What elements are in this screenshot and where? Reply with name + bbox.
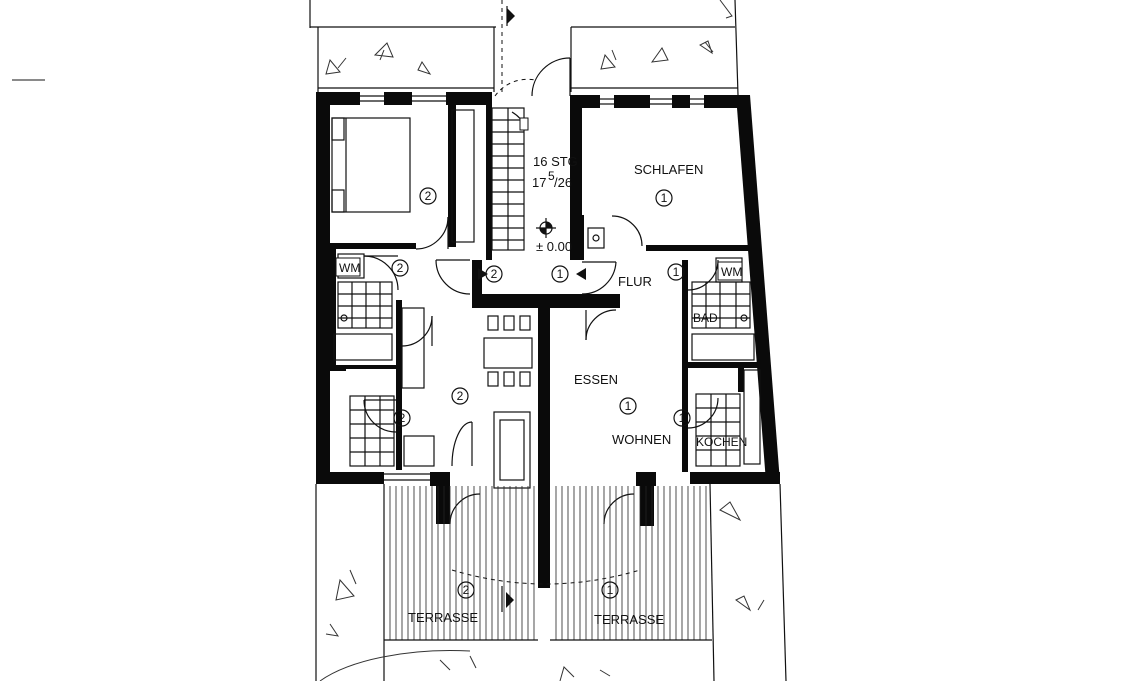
- room-label-wm-right: WM: [721, 265, 742, 279]
- unit-marker-2: 2: [491, 267, 498, 281]
- staircase: [491, 107, 529, 251]
- unit-marker-1: 1: [679, 411, 686, 425]
- unit-marker-2: 2: [425, 189, 432, 203]
- unit-marker-2: 2: [399, 411, 406, 425]
- room-label-schlafen: SCHLAFEN: [634, 162, 703, 177]
- stair-count: 16 STG: [533, 154, 578, 169]
- unit-marker-1: 1: [661, 191, 668, 205]
- room-label-terrasse-left: TERRASSE: [408, 610, 478, 625]
- unit-markers: 2 1 2 2 1 1 2 1 2 1 2 1: [391, 187, 691, 599]
- terrace-decking: [315, 483, 787, 681]
- unit-marker-2: 2: [457, 389, 464, 403]
- stair-info: 16 STG 17 5 /26 ± 0.00: [532, 154, 578, 254]
- unit-marker-2: 2: [397, 261, 404, 275]
- stair-rise-sup: 5: [548, 169, 555, 183]
- stair-run: /26: [554, 175, 572, 190]
- room-label-bad: BAD: [693, 311, 718, 325]
- unit-marker-1: 1: [625, 399, 632, 413]
- room-label-wohnen: WOHNEN: [612, 432, 671, 447]
- room-label-essen: ESSEN: [574, 372, 618, 387]
- room-labels: SCHLAFEN FLUR WM WM BAD ESSEN WOHNEN KOC…: [335, 162, 747, 627]
- unit-marker-1: 1: [607, 583, 614, 597]
- walls: [316, 92, 780, 588]
- room-label-wm-left: WM: [339, 261, 360, 275]
- unit-marker-1: 1: [673, 265, 680, 279]
- front-garden: [309, 0, 739, 97]
- room-label-flur: FLUR: [618, 274, 652, 289]
- room-label-kochen: KOCHEN: [696, 435, 747, 449]
- stair-rise: 17: [532, 175, 546, 190]
- unit-marker-2: 2: [463, 583, 470, 597]
- level-mark: ± 0.00: [536, 239, 572, 254]
- fixtures: [331, 109, 761, 489]
- room-label-terrasse-right: TERRASSE: [594, 612, 664, 627]
- unit-marker-1: 1: [557, 267, 564, 281]
